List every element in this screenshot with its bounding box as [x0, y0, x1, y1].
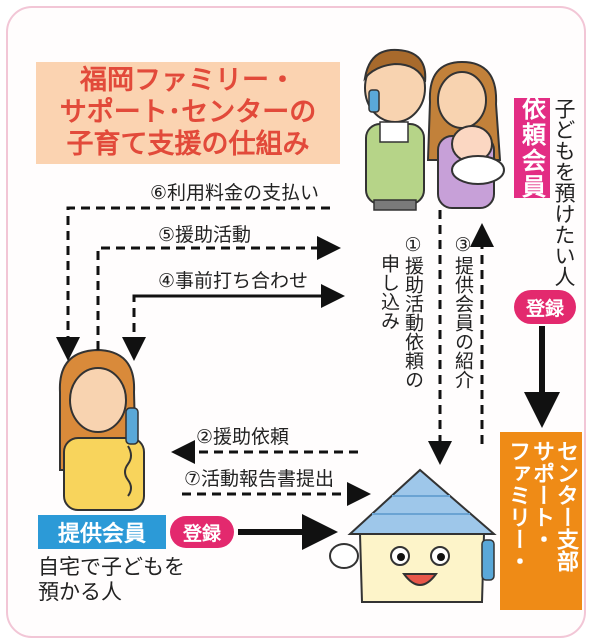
title-line-3: 子育て支援の仕組み [66, 129, 310, 160]
flow-label-6: ⑥利用料金の支払い [150, 182, 320, 204]
title-line-1: 福岡ファミリー・ [80, 65, 296, 96]
requester-member-tag: 依頼会員 [514, 96, 550, 200]
flow-label-7: ⑦活動報告書提出 [184, 468, 335, 490]
title-line-2: サポート･センターの [59, 97, 317, 128]
flow-arrow-6 [56, 206, 330, 361]
flow-label-1b: 申し込み [378, 254, 400, 330]
provider-desc-line-1: 自宅で子どもを [38, 555, 185, 579]
parents-illustration [363, 48, 505, 211]
diagram-title: 福岡ファミリー・ サポート･センターの 子育て支援の仕組み [36, 62, 340, 164]
support-center-box: ファミリー・ サポート・ センター支部 [500, 432, 582, 610]
flow-arrow-5 [96, 236, 341, 350]
flow-label-4: ④事前打ち合わせ [158, 270, 309, 292]
provider-description: 自宅で子どもを 預かる人 [38, 555, 185, 605]
flow-label-2: ②援助依頼 [196, 426, 290, 448]
flow-label-3: ③提供会員の紹介 [452, 234, 474, 389]
provider-member-tag: 提供会員 [38, 515, 166, 549]
center-name-col-1: ファミリー・ [505, 440, 530, 572]
house-mascot [329, 468, 497, 603]
flow-label-5: ⑤援助活動 [158, 224, 252, 246]
provider-illustration [58, 348, 145, 511]
center-name-col-2: サポート・ [529, 440, 554, 550]
requester-description: 子どもを預けたい人 [552, 98, 576, 287]
provider-register-badge: 登録 [170, 516, 234, 548]
flow-label-1: ①援助活動依頼の [402, 234, 424, 389]
requester-register-badge: 登録 [514, 290, 576, 324]
center-name-col-3: センター支部 [553, 440, 578, 572]
provider-desc-line-2: 預かる人 [38, 580, 122, 604]
flow-arrow-4 [122, 294, 332, 361]
